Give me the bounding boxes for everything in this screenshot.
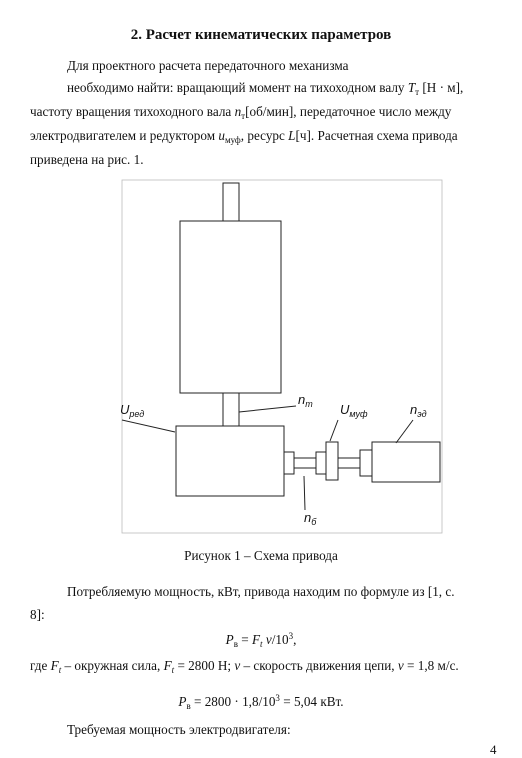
label-u-muf: Uмуф <box>340 402 368 419</box>
leader-u-red <box>121 419 176 433</box>
paragraph-line: 8]: <box>30 607 45 622</box>
leader-n-ed <box>395 419 414 444</box>
figure-caption: Рисунок 1 – Схема привода <box>184 548 338 563</box>
formula-power: Pв = Ft v/103, <box>225 631 297 649</box>
paragraph-line: приведена на рис. 1. <box>30 152 144 167</box>
page-number: 4 <box>490 742 497 757</box>
paragraph-line: где Ft – окружная сила, Ft = 2800 Н; v –… <box>30 658 459 675</box>
leader-u-muf <box>329 419 339 442</box>
formula-power-value: Pв = 2800 · 1,8/103 = 5,04 кВт. <box>178 693 344 711</box>
input-shaft <box>293 457 317 469</box>
paragraph-line: электродвигателем и редуктором uмуф, рес… <box>30 128 458 145</box>
motor-flange <box>359 449 373 477</box>
label-n-ed: nэд <box>410 402 427 419</box>
drum-body <box>179 220 282 394</box>
coupling-left-half <box>315 451 327 475</box>
paragraph-line: Потребляемую мощность, кВт, привода нахо… <box>67 584 455 599</box>
gearbox-body <box>175 425 285 497</box>
label-u-red: Uред <box>120 402 145 419</box>
output-shaft-middle <box>222 392 240 427</box>
paragraph-line: Требуемая мощность электродвигателя: <box>67 722 291 737</box>
leader-n-t <box>238 405 297 413</box>
label-n-t: nт <box>298 392 313 409</box>
label-n-b: nб <box>304 510 317 527</box>
section-heading: 2. Расчет кинематических параметров <box>130 27 392 43</box>
output-shaft-top <box>222 182 240 222</box>
paragraph-line: частоту вращения тихоходного вала nт[об/… <box>30 104 452 121</box>
paragraph-line: Для проектного расчета передаточного мех… <box>67 58 349 73</box>
motor-shaft <box>337 457 361 469</box>
diagram-frame <box>121 179 443 534</box>
motor-body <box>371 441 441 483</box>
leader-n-b <box>303 475 306 511</box>
gearbox-input-hub <box>283 451 295 475</box>
paragraph-line: необходимо найти: вращающий момент на ти… <box>67 80 464 97</box>
coupling-right-half <box>325 441 339 481</box>
